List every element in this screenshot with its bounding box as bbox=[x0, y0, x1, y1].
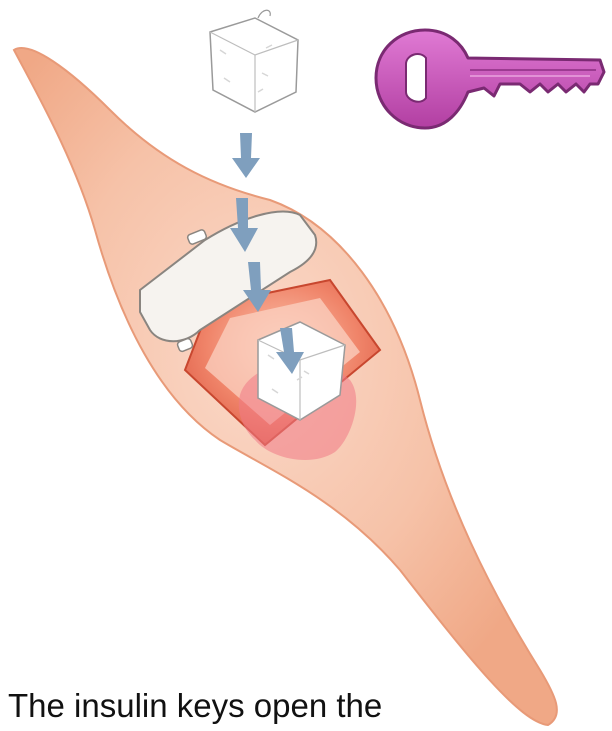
sugar-cube-icon bbox=[210, 10, 298, 112]
key-icon bbox=[376, 30, 604, 128]
down-arrow-icon bbox=[232, 133, 260, 178]
caption-text: The insulin keys open the bbox=[8, 686, 382, 726]
